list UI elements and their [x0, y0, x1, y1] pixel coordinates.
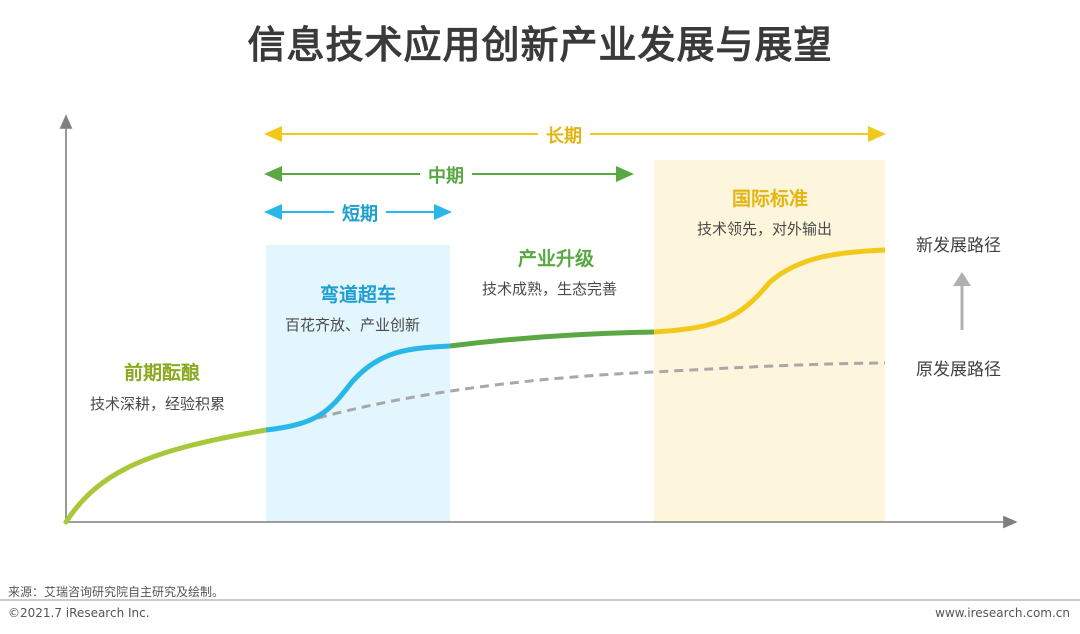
long-phase-subtitle: 技术领先，对外输出	[697, 220, 833, 238]
short-phase-subtitle: 百花齐放、产业创新	[285, 316, 421, 334]
long-term-label: 长期	[538, 122, 590, 148]
mid-phase-subtitle: 技术成熟，生态完善	[482, 280, 618, 298]
source-note: 来源：艾瑞咨询研究院自主研究及绘制。	[8, 585, 225, 599]
early-stage-curve	[63, 427, 269, 525]
early-phase-title: 前期酝酿	[124, 362, 201, 384]
mid-phase-title: 产业升级	[518, 248, 595, 270]
old-path-label: 原发展路径	[916, 360, 1001, 380]
original-path-curve	[317, 361, 886, 420]
short-term-label: 短期	[334, 200, 386, 226]
copyright: ©2021.7 iResearch Inc.	[8, 606, 150, 620]
page-title: 信息技术应用创新产业发展与展望	[247, 23, 833, 67]
mid-term-label: 中期	[420, 162, 472, 188]
short-term-panel	[266, 245, 450, 522]
long-phase-title: 国际标准	[732, 188, 809, 210]
long-term-panel	[654, 160, 885, 522]
long-term-curve	[653, 247, 886, 335]
website: www.iresearch.com.cn	[935, 606, 1070, 620]
new-path-label: 新发展路径	[916, 236, 1001, 256]
mid-term-curve	[449, 329, 655, 349]
improvement-arrow-head-icon	[953, 272, 971, 286]
short-phase-title: 弯道超车	[320, 284, 397, 306]
short-term-curve	[265, 343, 451, 433]
early-phase-subtitle: 技术深耕，经验积累	[90, 395, 226, 413]
